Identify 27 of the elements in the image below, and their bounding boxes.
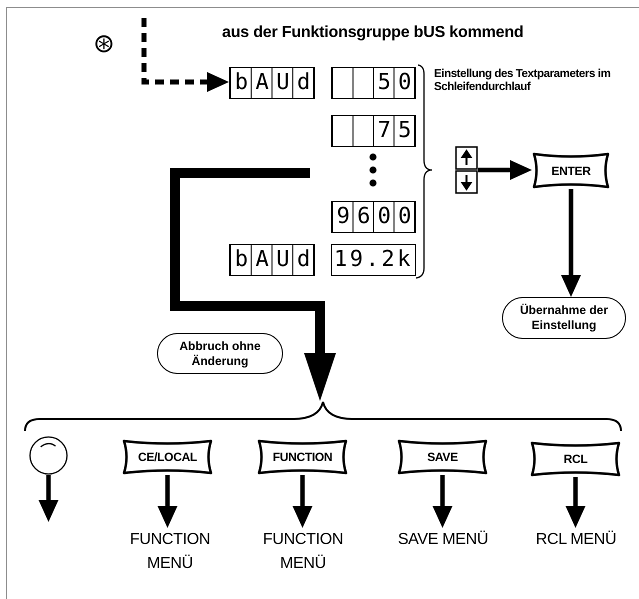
arrow [170, 168, 336, 401]
dashed-arrow [142, 18, 229, 92]
arrow [38, 475, 58, 522]
key: SAVE [397, 439, 488, 475]
footnote-symbol: ⊛ [93, 31, 115, 57]
menu-label: RCL MENÜ [530, 528, 622, 580]
rounded-label: Übernahme der Einstellung [502, 297, 626, 339]
key: FUNCTION [257, 439, 348, 475]
seven-segment-display: 19.2k [331, 244, 416, 276]
arrow [292, 475, 312, 528]
arrow [566, 477, 586, 528]
key: ENTER [532, 152, 610, 189]
arrow [432, 475, 452, 528]
menu-label: FUNCTION MENÜ [124, 528, 216, 580]
title: aus der Funktionsgruppe bUS kommend [222, 24, 524, 42]
key: CE/LOCAL [122, 439, 213, 475]
rounded-label: Abbruch ohne Änderung [157, 333, 283, 374]
arrow [158, 475, 178, 528]
arrow [478, 160, 532, 180]
key: RCL [530, 441, 621, 477]
arrow [561, 189, 581, 298]
menu-label: SAVE MENÜ [397, 528, 489, 580]
curly-brace [24, 401, 622, 432]
up-down-keys [455, 146, 478, 194]
rotary-knob [29, 436, 68, 475]
note: Einstellung des Textparameters im Schleifendurchlauf [434, 68, 612, 94]
menu-label: FUNCTION MENÜ [257, 528, 349, 580]
